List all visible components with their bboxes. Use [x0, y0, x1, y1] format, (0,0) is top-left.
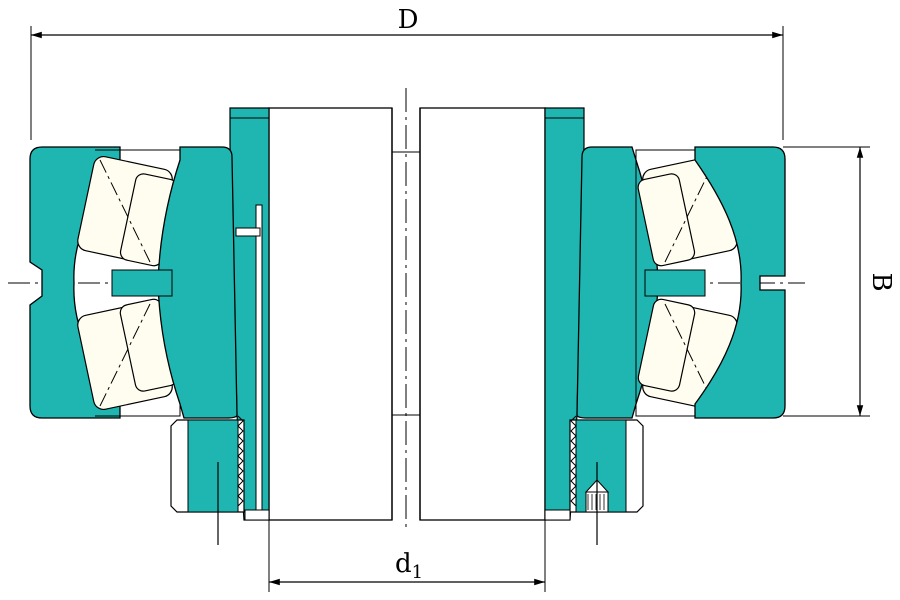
outer-diameter-label: D: [398, 5, 419, 35]
width-label: B: [866, 272, 896, 291]
left-bearing: [29, 146, 238, 419]
right-bearing: [576, 146, 786, 419]
left-adapter-sleeve: [170, 107, 270, 545]
right-adapter-sleeve: [544, 107, 644, 545]
shaft: [268, 88, 546, 530]
bore-label: d1: [395, 549, 423, 583]
outer-diameter-dimension: D: [30, 5, 784, 140]
bore-dimension: d1: [268, 520, 546, 592]
width-dimension: B: [783, 146, 896, 417]
